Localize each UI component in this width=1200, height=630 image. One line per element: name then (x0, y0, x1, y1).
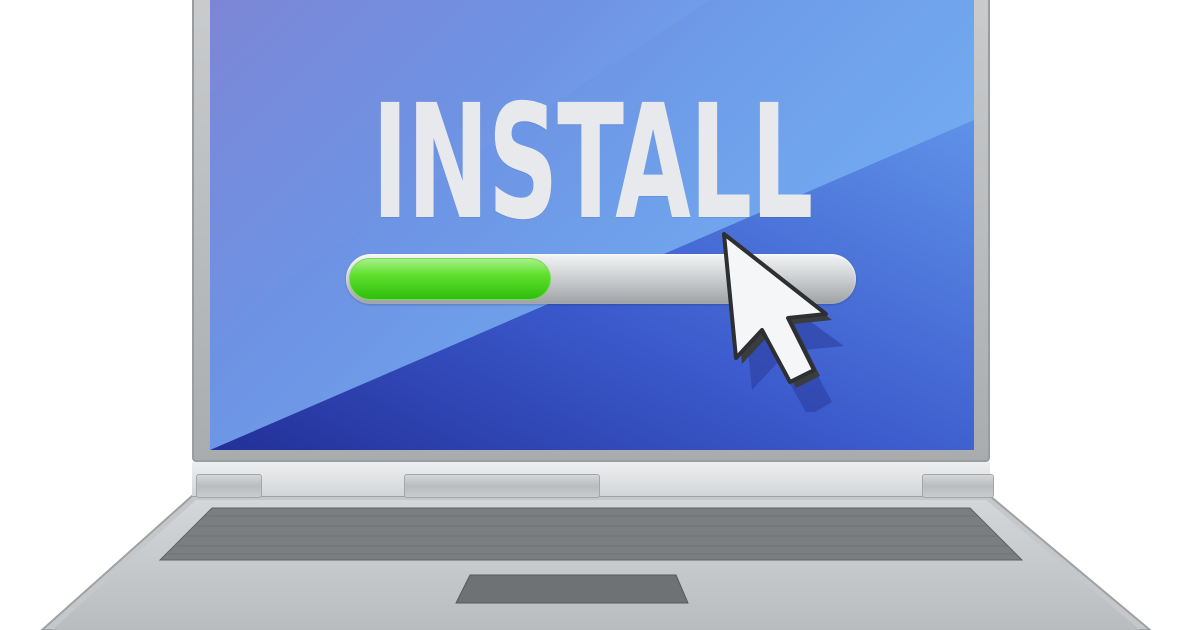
touchpad (455, 574, 689, 604)
hinge-center (404, 474, 600, 498)
arrow-cursor-icon (722, 232, 844, 412)
progress-fill (349, 258, 551, 300)
laptop-screen: INSTALL (210, 0, 974, 450)
install-title: INSTALL (371, 71, 813, 255)
hinge-right (922, 474, 994, 498)
keyboard (158, 507, 1024, 561)
hinge-left (196, 474, 262, 498)
